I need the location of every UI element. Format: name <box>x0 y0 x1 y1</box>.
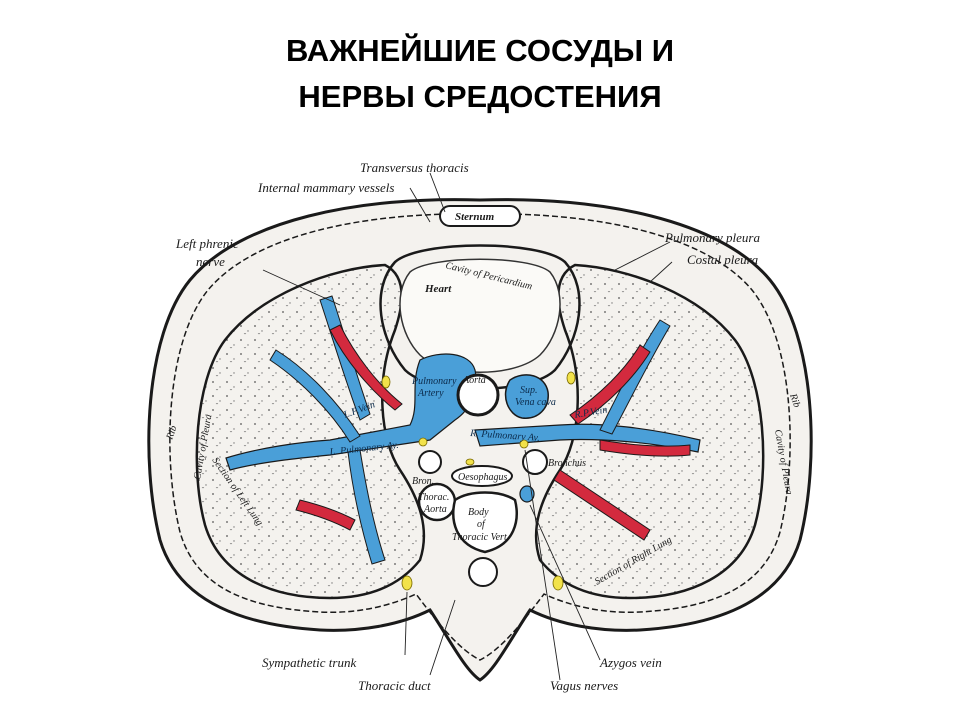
label-rib-left: Rib <box>164 424 179 442</box>
label-heart: Heart <box>424 283 452 295</box>
right-vagus-nerve-mark <box>519 439 529 449</box>
heart <box>399 258 561 373</box>
left-phrenic-nerve-mark <box>381 375 391 389</box>
label-body-of-vert-2: of <box>477 519 486 530</box>
right-bronchus <box>522 449 548 475</box>
oesophagus <box>451 465 513 487</box>
azygos-vein-shape <box>519 485 535 503</box>
label-costal-pleura: Costal pleura <box>687 252 759 267</box>
left-sympathetic-trunk-mark <box>401 575 413 591</box>
left-vagus-nerve-mark <box>418 437 428 447</box>
label-body-of-vert-3: Thoracic Vert. <box>452 532 509 543</box>
label-oesophagus: Oesophagus <box>458 472 508 483</box>
right-pulmonary-vein-lower <box>553 469 651 541</box>
pericardium <box>379 244 581 390</box>
label-sup-vena-cava-1: Sup. <box>520 385 538 396</box>
label-left-phrenic-2: nerve <box>196 254 225 269</box>
right-pulmonary-artery <box>474 423 701 453</box>
aorta <box>456 373 500 417</box>
left-pulmonary-artery-branch-down <box>347 449 386 565</box>
pulmonary-artery <box>225 353 477 471</box>
label-rib-right: Rib <box>787 391 802 409</box>
right-phrenic-nerve-mark <box>566 371 576 385</box>
label-sternum: Sternum <box>455 211 495 223</box>
label-internal-mammary-vessels: Internal mammary vessels <box>257 180 394 195</box>
title-line-2: НЕРВЫ СРЕДОСТЕНИЯ <box>298 79 662 114</box>
thoracic-duct-mark <box>465 458 475 466</box>
spinal-canal <box>468 557 498 587</box>
left-pulmonary-vein-lower <box>295 499 356 531</box>
sternum <box>439 205 521 227</box>
right-pulmonary-vein-lateral <box>599 439 691 457</box>
label-r-bronchus: Bronchus <box>548 458 586 469</box>
label-thoracic-aorta-1: Thorac. <box>418 492 449 503</box>
label-left-phrenic-1: Left phrenic <box>175 236 239 251</box>
superior-vena-cava <box>504 374 549 419</box>
vertebral-body <box>452 491 518 554</box>
label-thoracic-duct: Thoracic duct <box>358 678 431 693</box>
label-pulmonary-pleura: Pulmonary pleura <box>664 230 760 245</box>
label-body-of-vert-1: Body <box>468 507 489 518</box>
thoracic-wall-inner <box>169 213 791 661</box>
label-azygos-vein: Azygos vein <box>599 655 662 670</box>
left-pulmonary-artery-branch-upper <box>319 295 371 421</box>
label-l-bronchus: Bron. <box>412 476 434 487</box>
label-aorta: Aorta <box>462 375 486 386</box>
right-sympathetic-trunk-mark <box>552 575 564 591</box>
left-bronchus <box>418 450 442 474</box>
slide-title: ВАЖНЕЙШИЕ СОСУДЫ И НЕРВЫ СРЕДОСТЕНИЯ <box>0 28 960 120</box>
label-pulmonary-artery-2: Artery <box>417 388 444 399</box>
label-r-pulmonary-artery: R. Pulmonary Ay. <box>469 428 540 444</box>
left-pulmonary-vein <box>329 324 403 411</box>
label-sup-vena-cava-2: Vena cava <box>515 397 556 408</box>
label-sympathetic-trunk: Sympathetic trunk <box>262 655 356 670</box>
title-line-1: ВАЖНЕЙШИЕ СОСУДЫ И <box>285 33 675 68</box>
right-pulmonary-vein <box>569 344 651 425</box>
label-thoracic-aorta-2: Aorta <box>423 504 447 515</box>
left-pulmonary-artery-branch-up <box>269 349 361 443</box>
label-vagus-nerves: Vagus nerves <box>550 678 618 693</box>
label-pulmonary-artery-1: Pulmonary <box>411 376 457 387</box>
label-transversus-thoracis: Transversus thoracis <box>360 160 469 175</box>
